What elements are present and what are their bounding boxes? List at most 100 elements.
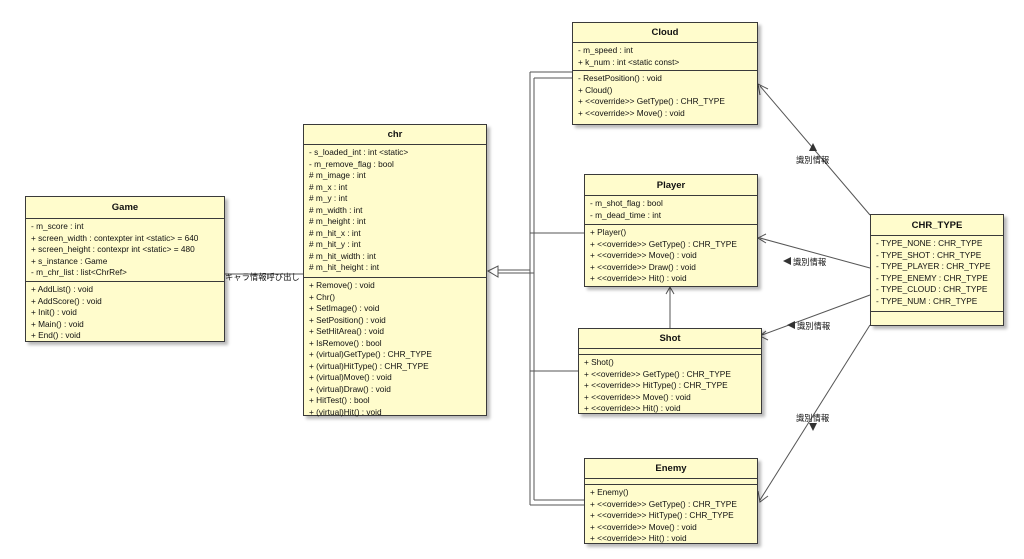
class-shot-operations: + Shot()+ <<override>> GetType() : CHR_T… [579,355,761,417]
class-attribute: # m_x : int [309,181,348,192]
class-game-operations: + AddList() : void+ AddScore() : void+ I… [26,282,224,344]
class-player-operations: + Player()+ <<override>> GetType() : CHR… [585,225,757,287]
class-operation: + (virtual)Hit() : void [309,406,382,417]
class-attribute: - m_shot_flag : bool [590,198,663,208]
class-attribute: # m_y : int [309,193,348,203]
class-operation: + IsRemove() : bool [309,337,382,348]
class-attribute: - m_remove_flag : bool [309,158,394,169]
enemy-identification-label: 識別情報 [796,413,830,423]
class-operation: + SetImage() : void [309,303,380,313]
class-operation: + <<override>> GetType() : CHR_TYPE [578,96,725,106]
class-attribute: # m_height : int [309,216,366,226]
class-operation: + HitTest() : bool [309,395,370,405]
class-attribute: - TYPE_SHOT : CHR_TYPE [876,249,982,260]
class-attribute: + k_num : int <static const> [578,56,680,67]
class-attribute: - TYPE_PLAYER : CHR_TYPE [876,261,991,271]
class-attribute: # m_hit_width : int [309,250,376,261]
class-cloud-attributes: - m_speed : int+ k_num : int <static con… [573,43,757,71]
player-shot-arrowhead [665,285,675,295]
class-chr[interactable]: chr - s_loaded_int : int <static>- m_rem… [303,124,487,417]
class-enemy-operations: + Enemy()+ <<override>> GetType() : CHR_… [585,485,757,547]
class-shot-name: Shot [579,329,761,349]
class-operation: + SetPosition() : void [309,314,386,325]
class-shot[interactable]: Shot + Shot()+ <<override>> GetType() : … [578,328,762,414]
class-chr-attributes: - s_loaded_int : int <static>- m_remove_… [304,145,486,278]
class-attribute: - m_score : int [31,221,84,231]
class-cloud[interactable]: Cloud - m_speed : int+ k_num : int <stat… [572,22,758,125]
class-chr-operations: + Remove() : void+ Chr()+ SetImage() : v… [304,278,486,420]
enemy-dependency-arrowhead [757,490,769,503]
class-operation: + AddScore() : void [31,295,102,306]
class-operation: + End() : void [31,330,81,340]
class-attribute: # m_width : int [309,204,363,215]
class-attribute: - s_loaded_int : int <static> [309,147,409,157]
cloud-identification-label: 識別情報 [796,155,830,165]
class-shot-attributes [579,349,761,355]
class-attribute: - TYPE_CLOUD : CHR_TYPE [876,284,988,294]
class-attribute: - TYPE_NONE : CHR_TYPE [876,238,983,248]
class-player-name: Player [585,175,757,196]
class-attribute: - m_chr_list : list<ChrRef> [31,267,127,277]
player-identification-label: 識別情報 [793,257,827,267]
inheritance-lines [498,71,671,506]
class-cloud-operations: - ResetPosition() : void+ Cloud()+ <<ove… [573,71,757,121]
class-game[interactable]: Game - m_score : int+ screen_width : con… [25,196,225,342]
class-player-attributes: - m_shot_flag : bool- m_dead_time : int [585,196,757,225]
class-operation: + Player() [590,227,627,237]
cloud-dependency-arrowhead [757,83,769,96]
class-operation: - ResetPosition() : void [578,73,662,83]
class-enemy-attributes [585,479,757,485]
class-operation: + <<override>> Hit() : void [590,533,687,543]
class-attribute: # m_hit_height : int [309,262,380,272]
class-operation: + <<override>> GetType() : CHR_TYPE [590,498,737,509]
class-attribute: + screen_width : contexpter int <static>… [31,232,199,243]
class-attribute: - TYPE_ENEMY : CHR_TYPE [876,272,988,283]
player-label-direction-marker [783,257,791,265]
class-cloud-name: Cloud [573,23,757,43]
class-operation: + <<override>> HitType() : CHR_TYPE [584,380,728,390]
class-operation: + <<override>> GetType() : CHR_TYPE [590,238,737,249]
class-operation: + AddList() : void [31,284,94,294]
class-operation: + <<override>> Hit() : void [590,273,687,283]
class-operation: + <<override>> HitType() : CHR_TYPE [590,510,734,520]
class-operation: + SetHitArea() : void [309,326,384,336]
enemy-label-direction-marker [809,423,817,431]
class-chr-type-operations [871,312,1003,316]
class-enemy-name: Enemy [585,459,757,479]
cloud-label-direction-marker [809,143,817,151]
class-operation: + <<override>> Move() : void [590,521,697,532]
class-operation: + (virtual)Draw() : void [309,383,391,394]
game-chr-association-label: キャラ情報呼び出し [225,272,300,282]
inheritance-triangle [486,265,499,278]
class-operation: + (virtual)GetType() : CHR_TYPE [309,349,432,359]
class-attribute: # m_hit_x : int [309,227,361,238]
class-player[interactable]: Player - m_shot_flag : bool- m_dead_time… [584,174,758,287]
class-chr-name: chr [304,125,486,145]
class-operation: + Main() : void [31,318,84,329]
class-operation: + <<override>> Move() : void [584,391,691,402]
class-operation: + Remove() : void [309,280,375,290]
class-operation: + <<override>> Move() : void [578,107,685,118]
class-attribute: - m_dead_time : int [590,209,662,220]
class-chr-type-name: CHR_TYPE [871,215,1003,236]
class-operation: + (virtual)HitType() : CHR_TYPE [309,360,429,371]
class-attribute: - TYPE_NUM : CHR_TYPE [876,295,978,306]
class-operation: + (virtual)Move() : void [309,372,392,382]
class-attribute: + s_instance : Game [31,255,108,266]
shot-label-direction-marker [787,321,795,329]
class-game-name: Game [26,197,224,219]
player-dependency-arrowhead [756,233,767,244]
class-enemy[interactable]: Enemy + Enemy()+ <<override>> GetType() … [584,458,758,544]
class-attribute: # m_hit_y : int [309,239,361,249]
shot-identification-label: 識別情報 [797,321,831,331]
class-operation: + <<override>> Move() : void [590,250,697,260]
class-chr-type[interactable]: CHR_TYPE - TYPE_NONE : CHR_TYPE- TYPE_SH… [870,214,1004,326]
class-attribute: # m_image : int [309,170,366,180]
class-operation: + <<override>> GetType() : CHR_TYPE [584,368,731,379]
class-attribute: - m_speed : int [578,45,633,55]
class-attribute: + screen_height : contexpr int <static> … [31,244,195,254]
class-operation: + Cloud() [578,84,613,95]
class-game-attributes: - m_score : int+ screen_width : contexpt… [26,219,224,282]
class-chr-type-attributes: - TYPE_NONE : CHR_TYPE- TYPE_SHOT : CHR_… [871,236,1003,312]
class-operation: + <<override>> Hit() : void [584,403,681,413]
